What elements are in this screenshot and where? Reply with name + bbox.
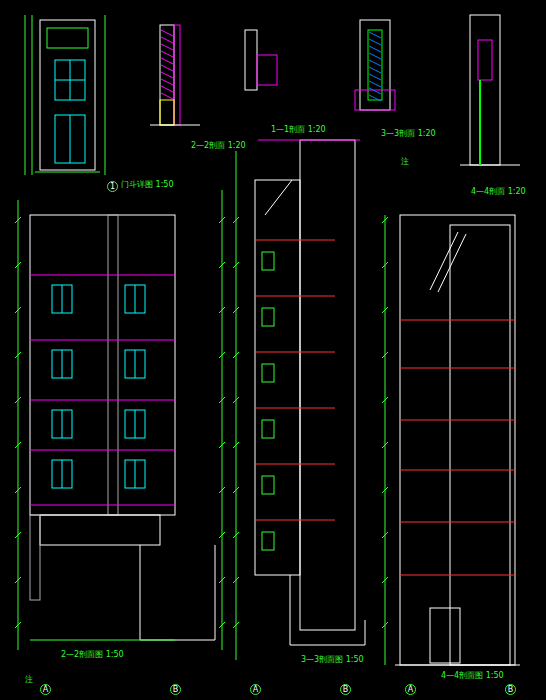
axis-bubble: B	[340, 684, 351, 695]
axis-bubble: A	[40, 684, 51, 695]
drawing-label: 2—2剖面图 1:50	[60, 651, 125, 660]
drawing-label: 4—4剖面 1:20	[470, 188, 527, 197]
axis-bubble: 1	[107, 181, 118, 192]
drawing-label: 注	[400, 158, 410, 167]
drawing-label: 4—4剖面图 1:50	[440, 672, 505, 681]
drawing-label: 1—1剖面 1:20	[270, 126, 327, 135]
axis-bubble: A	[405, 684, 416, 695]
drawing-label: 门斗详图 1:50	[120, 181, 175, 190]
axis-bubble: B	[505, 684, 516, 695]
drawing-label: 3—3剖面图 1:50	[300, 656, 365, 665]
drawing-label: 3—3剖面 1:20	[380, 130, 437, 139]
drawing-label: 2—2剖面 1:20	[190, 142, 247, 151]
drawing-label: 注	[24, 676, 34, 685]
axis-bubble: A	[250, 684, 261, 695]
axis-bubble: B	[170, 684, 181, 695]
